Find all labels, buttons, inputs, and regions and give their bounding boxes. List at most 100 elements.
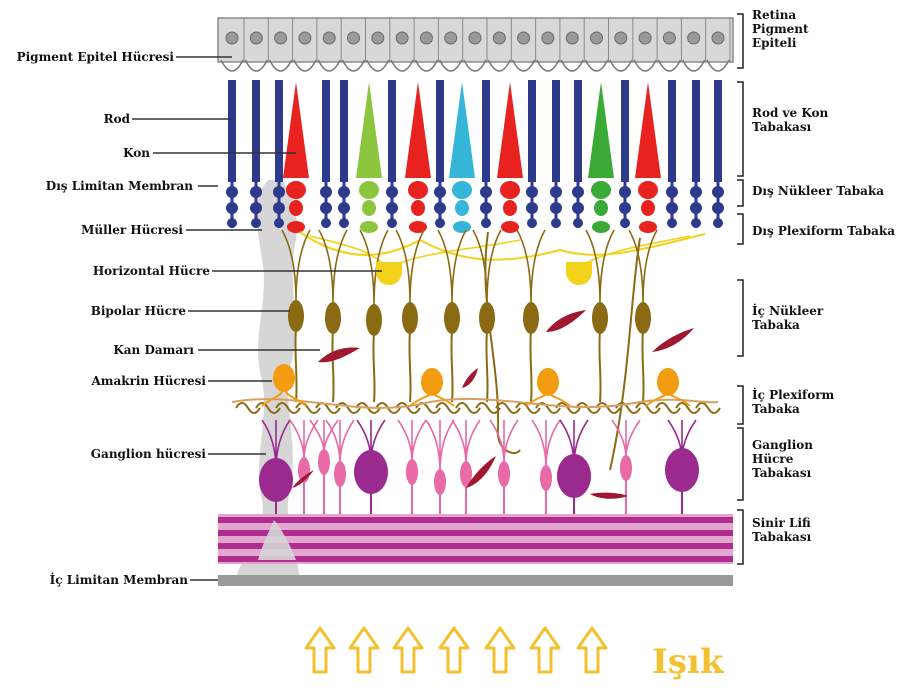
label-bipolar-cell: Bipolar Hücre bbox=[60, 304, 186, 318]
bipolar-soma bbox=[288, 300, 304, 332]
bipolar-soma bbox=[402, 302, 418, 334]
cone-nucleus bbox=[411, 200, 425, 216]
bipolar-dendrite bbox=[517, 230, 545, 304]
ganglion-dendrite bbox=[452, 420, 480, 464]
cone-pedicle bbox=[453, 221, 471, 233]
cone-nucleus bbox=[362, 200, 376, 216]
cone-nucleus bbox=[408, 181, 428, 199]
rpe-nucleus bbox=[445, 32, 457, 44]
amacrine-soma bbox=[273, 364, 295, 392]
ganglion-dendrite bbox=[532, 420, 560, 468]
bipolar-axon bbox=[409, 330, 410, 402]
bipolar-axon bbox=[530, 330, 531, 402]
bipolar-axon bbox=[486, 330, 487, 402]
blood-vessel-segment bbox=[590, 493, 628, 499]
label-outer-plexiform-layer: Dış Plexiform Tabaka bbox=[752, 224, 895, 238]
rpe-nucleus bbox=[639, 32, 651, 44]
cone-outer-segment bbox=[449, 82, 475, 178]
horizontal-cell-soma bbox=[376, 262, 402, 285]
blood-vessel-segment bbox=[462, 368, 478, 388]
label-horizontal-cell: Horizontal Hücre bbox=[60, 264, 210, 278]
rod-outer-segment bbox=[668, 80, 676, 182]
rpe-nucleus bbox=[396, 32, 408, 44]
rod-outer-segment bbox=[252, 80, 260, 182]
cone-outer-segment bbox=[497, 82, 523, 178]
layer-bracket bbox=[737, 280, 743, 356]
layer-brackets bbox=[737, 14, 743, 564]
rod-outer-segment bbox=[714, 80, 722, 182]
rod-outer-segment bbox=[574, 80, 582, 182]
cone-nucleus bbox=[286, 181, 306, 199]
rpe-nucleus bbox=[250, 32, 262, 44]
ganglion-soma bbox=[406, 459, 418, 485]
rpe-nucleus bbox=[542, 32, 554, 44]
rod-outer-segment bbox=[275, 80, 283, 182]
bipolar-soma bbox=[635, 302, 651, 334]
label-rod-cone-layer: Rod ve Kon Tabakası bbox=[752, 106, 828, 134]
rod-outer-segment bbox=[322, 80, 330, 182]
bipolar-axon bbox=[642, 330, 643, 402]
label-inner-plexiform-layer: İç Plexiform Tabaka bbox=[752, 388, 834, 416]
rod-outer-segment bbox=[228, 80, 236, 182]
bipolar-axon bbox=[373, 332, 374, 402]
cone-nucleus bbox=[594, 200, 608, 216]
label-amacrine-cell: Amakrin Hücresi bbox=[60, 374, 206, 388]
cone-pedicle bbox=[360, 221, 378, 233]
inner-limiting-membrane-band bbox=[218, 575, 733, 586]
label-pigment-epithelial-cell: Pigment Epitel Hücresi bbox=[14, 50, 174, 64]
label-inner-nuclear-layer: İç Nükleer Tabaka bbox=[752, 304, 823, 332]
amacrine-soma bbox=[421, 368, 443, 396]
label-ganglion-cell: Ganglion hücresi bbox=[60, 447, 206, 461]
bipolar-soma bbox=[592, 302, 608, 334]
cone-nucleus bbox=[638, 181, 658, 199]
ganglion-soma bbox=[540, 465, 552, 491]
label-rod: Rod bbox=[60, 112, 130, 126]
cone-pedicle bbox=[501, 221, 519, 233]
light-arrow bbox=[486, 628, 514, 672]
cone-nucleus bbox=[359, 181, 379, 199]
label-muller-cell: Müller Hücresi bbox=[50, 223, 183, 237]
rpe-nucleus bbox=[323, 32, 335, 44]
ganglion-soma bbox=[557, 454, 591, 498]
amacrine-soma bbox=[537, 368, 559, 396]
cone-pedicle bbox=[639, 221, 657, 233]
layer-bracket bbox=[737, 82, 743, 176]
light-arrow bbox=[394, 628, 422, 672]
label-nerve-fiber-layer: Sinir Lifi Tabakası bbox=[752, 516, 811, 544]
bipolar-soma bbox=[366, 304, 382, 336]
ganglion-soma bbox=[434, 469, 446, 495]
cone-nucleus bbox=[503, 200, 517, 216]
photoreceptor-layer bbox=[226, 80, 724, 233]
cone-outer-segment bbox=[635, 82, 661, 178]
retinal-pigment-epithelium bbox=[218, 18, 733, 71]
layer-bracket bbox=[737, 214, 743, 244]
nerve-fiber-stripe bbox=[218, 517, 733, 523]
ganglion-soma bbox=[498, 461, 510, 487]
cone-nucleus bbox=[455, 200, 469, 216]
rpe-nucleus bbox=[591, 32, 603, 44]
bipolar-axon bbox=[295, 328, 296, 402]
rpe-nucleus bbox=[663, 32, 675, 44]
ganglion-dendrite bbox=[398, 420, 426, 462]
cone-nucleus bbox=[500, 181, 520, 199]
bipolar-axon bbox=[332, 330, 333, 402]
ganglion-soma bbox=[354, 450, 388, 494]
rpe-nucleus bbox=[493, 32, 505, 44]
rpe-nucleus bbox=[420, 32, 432, 44]
fiber bbox=[610, 238, 640, 470]
layer-bracket bbox=[737, 428, 743, 500]
cone-pedicle bbox=[592, 221, 610, 233]
rpe-nucleus bbox=[299, 32, 311, 44]
ganglion-soma bbox=[620, 455, 632, 481]
ganglion-soma bbox=[318, 449, 330, 475]
rpe-nucleus bbox=[348, 32, 360, 44]
cone-nucleus bbox=[591, 181, 611, 199]
rpe-nucleus bbox=[566, 32, 578, 44]
rpe-nucleus bbox=[688, 32, 700, 44]
light-arrow bbox=[440, 628, 468, 672]
horizontal-dendrites bbox=[310, 236, 690, 268]
ganglion-soma bbox=[259, 458, 293, 502]
rod-outer-segment bbox=[436, 80, 444, 182]
light-arrow bbox=[306, 628, 334, 672]
cone-nucleus bbox=[641, 200, 655, 216]
